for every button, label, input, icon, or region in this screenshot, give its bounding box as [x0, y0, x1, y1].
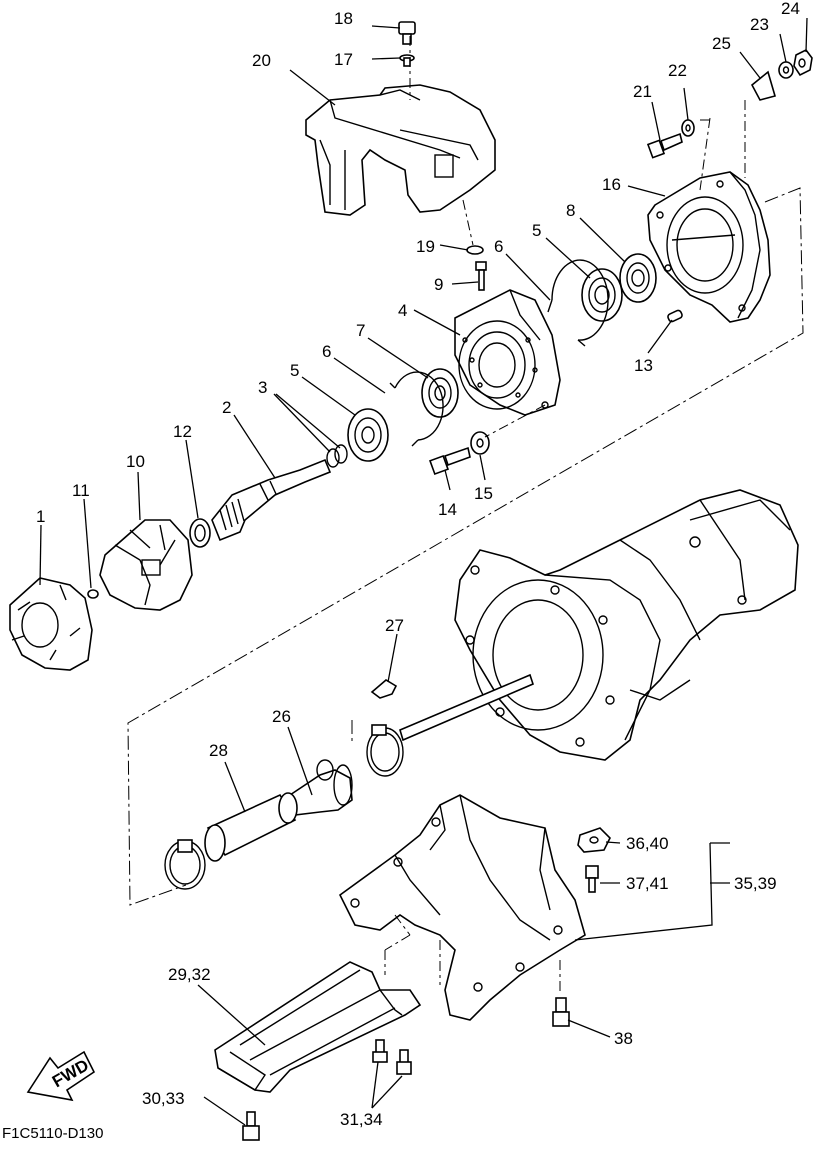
callout-23: 23 — [750, 15, 769, 34]
callout-17: 17 — [334, 50, 353, 69]
bolt-part-14 — [429, 446, 471, 475]
callout-37-41: 37,41 — [626, 874, 669, 893]
circlip-part-6-upper — [547, 259, 609, 347]
nut-part-24 — [793, 48, 813, 77]
bracket-part-35-39 — [338, 794, 586, 1021]
bolt-part-37-41 — [585, 865, 599, 893]
drawing-code: F1C5110-D130 — [2, 1125, 103, 1142]
seal-part-8 — [619, 253, 657, 303]
bearing-part-5-lower — [347, 408, 389, 462]
callout-19: 19 — [416, 237, 435, 256]
bearing-part-5-upper — [581, 268, 623, 322]
bolt-part-18 — [398, 21, 416, 67]
callout-28: 28 — [209, 741, 228, 760]
screw-part-27 — [370, 679, 398, 699]
callout-3: 3 — [258, 378, 267, 397]
callout-1: 1 — [36, 507, 45, 526]
seal-part-7 — [421, 368, 459, 418]
nut-part-19 — [466, 245, 484, 255]
callout-5-upper: 5 — [532, 221, 541, 240]
alignment-lines — [384, 36, 746, 995]
pin-part-11 — [87, 589, 99, 599]
bolt-part-21 — [646, 132, 683, 159]
callout-30-33: 30,33 — [142, 1089, 185, 1108]
washer-part-22 — [681, 119, 695, 137]
boot-part-26 — [289, 759, 353, 816]
callout-2-text: 2 — [222, 398, 231, 417]
callout-6-upper: 6 — [494, 237, 503, 256]
circlip-part-6-lower — [389, 371, 444, 447]
callout-5-lower: 5 — [290, 361, 299, 380]
callout-38: 38 — [614, 1029, 633, 1048]
hose-part-28 — [204, 792, 298, 862]
washer-part-15 — [470, 431, 490, 455]
callout-10: 10 — [126, 452, 145, 471]
callout-31-34: 31,34 — [340, 1110, 383, 1129]
callout-18: 18 — [334, 9, 353, 28]
callout-15: 15 — [474, 484, 493, 503]
callout-16: 16 — [602, 175, 621, 194]
grate-part-29-32 — [214, 961, 422, 1093]
callout-labels: 18 17 20 24 23 25 22 21 16 8 5 6 19 9 4 … — [36, 0, 800, 1129]
leader-lines — [39, 17, 808, 1126]
callout-24: 24 — [781, 0, 800, 18]
callout-9: 9 — [434, 275, 443, 294]
ring-part-12 — [189, 518, 211, 548]
callout-21: 21 — [633, 82, 652, 101]
spacer-part-36-40 — [577, 827, 611, 853]
bearing-housing-part-4 — [454, 289, 561, 416]
callout-14-text: 14 — [438, 500, 457, 519]
pin-part-13 — [667, 309, 683, 323]
clip-part-25 — [750, 70, 776, 101]
callout-13: 13 — [634, 356, 653, 375]
callout-27: 27 — [385, 616, 404, 635]
bolt-part-9 — [475, 261, 487, 291]
callout-36-40: 36,40 — [626, 834, 669, 853]
shaft-part-2 — [211, 458, 332, 542]
washer-part-23 — [778, 61, 794, 79]
callout-26: 26 — [272, 707, 291, 726]
bolt-part-30-33 — [242, 1111, 260, 1141]
callout-12: 12 — [173, 422, 192, 441]
callout-4: 4 — [398, 301, 407, 320]
drive-shaft — [399, 673, 534, 742]
clamp-lower — [164, 839, 206, 890]
callout-20: 20 — [252, 51, 271, 70]
assembly-outline — [127, 187, 804, 906]
callout-35-39: 35,39 — [734, 874, 777, 893]
callout-25: 25 — [712, 34, 731, 53]
housing-part-16 — [647, 171, 771, 323]
cover-part-20 — [305, 84, 496, 216]
callout-6-lower: 6 — [322, 342, 331, 361]
bolt-part-38 — [552, 997, 570, 1027]
fwd-arrow-icon: FWD — [26, 1050, 96, 1102]
callout-22: 22 — [668, 61, 687, 80]
callout-7: 7 — [356, 321, 365, 340]
callout-11: 11 — [72, 481, 90, 500]
damper-part-1 — [9, 577, 93, 671]
bolt-part-31-34-a — [372, 1039, 388, 1063]
callout-8: 8 — [566, 201, 575, 220]
callout-29-32: 29,32 — [168, 965, 211, 984]
engine-assembly — [454, 489, 799, 761]
o-ring-part-3 — [326, 444, 348, 468]
bolt-part-31-34-b — [396, 1049, 412, 1075]
coupling-part-10 — [99, 519, 193, 611]
clamp-upper — [366, 724, 404, 777]
